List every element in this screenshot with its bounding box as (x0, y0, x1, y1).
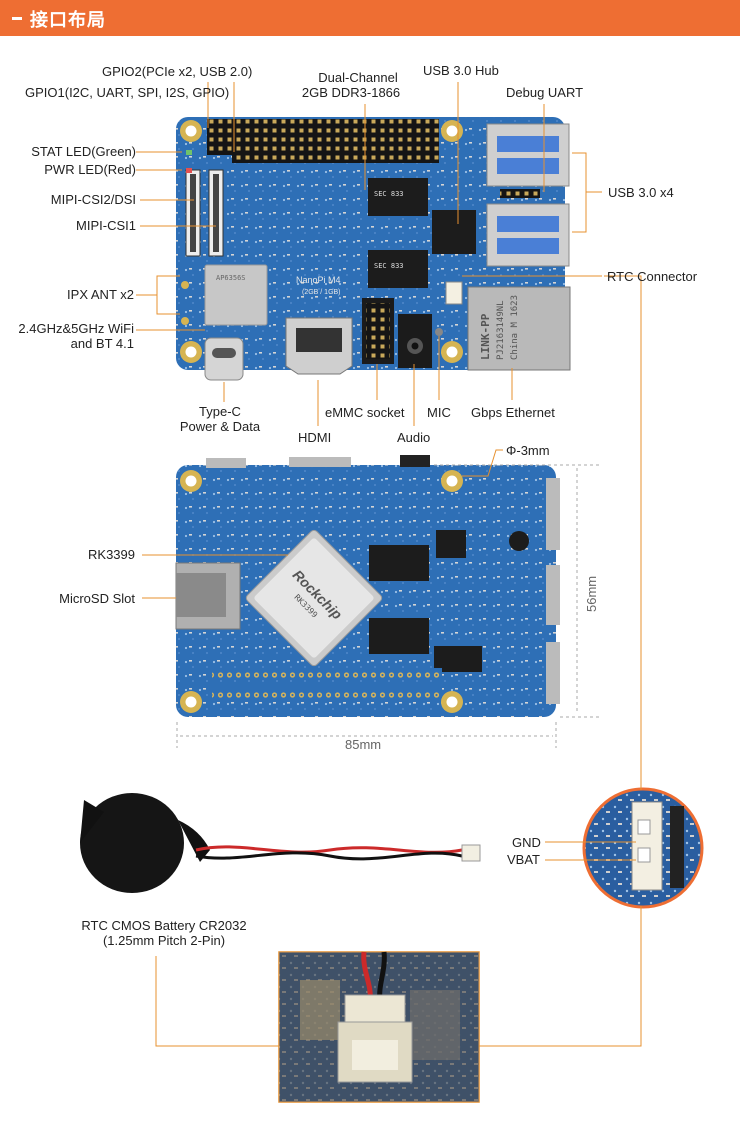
board-model-text: NanoPi M4 (296, 275, 341, 285)
label-hole: Φ-3mm (506, 443, 550, 458)
rk3399-soc: Rockchip RK3399 (245, 529, 383, 667)
usb-hub-chip (432, 210, 476, 254)
svg-text:AP6356S: AP6356S (216, 274, 246, 282)
leader-lines (136, 82, 642, 1047)
label-audio: Audio (397, 430, 430, 445)
label-battery-line1: RTC CMOS Battery CR2032 (81, 918, 246, 933)
label-stat-led: STAT LED(Green) (31, 144, 136, 159)
label-gnd: GND (512, 835, 541, 850)
label-usb30x4: USB 3.0 x4 (608, 185, 674, 200)
stat-led (186, 150, 192, 155)
label-mic: MIC (427, 405, 451, 420)
label-ddr-line2: 2GB DDR3-1866 (302, 85, 400, 100)
connector-photo (278, 951, 480, 1103)
debug-uart-header (500, 189, 540, 198)
label-mipi-csi1: MIPI-CSI1 (76, 218, 136, 233)
svg-text:SEC 833: SEC 833 (374, 262, 404, 270)
gpio2-header (232, 141, 439, 163)
ipx-antenna-1 (181, 281, 189, 289)
label-rtc-connector: RTC Connector (607, 269, 698, 284)
label-debug-uart: Debug UART (506, 85, 583, 100)
label-wifi-line2: and BT 4.1 (71, 336, 134, 351)
label-emmc: eMMC socket (325, 405, 405, 420)
cr2032-battery (80, 793, 184, 893)
mounting-holes-bottom (180, 470, 463, 713)
label-battery-line2: (1.25mm Pitch 2-Pin) (103, 933, 225, 948)
eth-brand-text: LINK-PP (479, 313, 492, 360)
label-vbat: VBAT (507, 852, 540, 867)
svg-text:SEC 833: SEC 833 (374, 190, 404, 198)
label-microsd: MicroSD Slot (59, 591, 135, 606)
label-ethernet: Gbps Ethernet (471, 405, 555, 420)
board-model-sub-text: (2GB / 1GB) (302, 289, 341, 296)
label-typec-line2: Power & Data (180, 419, 261, 434)
ddr-chip-1 (368, 178, 428, 216)
eth-origin-text: China M 1623 (510, 295, 520, 360)
ddr-chip-bottom-2 (369, 618, 429, 654)
header-dash (12, 17, 22, 20)
label-hdmi: HDMI (298, 430, 331, 445)
dim-width-label: 85mm (345, 737, 381, 752)
label-ipx-ant: IPX ANT x2 (67, 287, 134, 302)
wifi-module (204, 264, 268, 326)
board-bottom-view: Rockchip RK3399 (175, 455, 560, 717)
ddr-chip-bottom-1 (369, 545, 429, 581)
label-rk3399: RK3399 (88, 547, 135, 562)
mic (435, 328, 443, 336)
ddr-chip-2 (368, 250, 428, 288)
callout-labels: GPIO2(PCIe x2, USB 2.0) GPIO1(I2C, UART,… (18, 63, 697, 948)
eth-part-text: PJ2163149NL (496, 300, 506, 360)
dimensions: 56mm 85mm (176, 464, 600, 752)
pwr-led (186, 168, 192, 173)
label-wifi-line1: 2.4GHz&5GHz WiFi (18, 321, 134, 336)
label-usb-hub: USB 3.0 Hub (423, 63, 499, 78)
battery-plug (461, 844, 481, 862)
label-gpio2: GPIO2(PCIe x2, USB 2.0) (102, 64, 252, 79)
rtc-connector (445, 281, 463, 305)
label-typec-line1: Type-C (199, 404, 241, 419)
section-header: 接口布局 (0, 0, 740, 36)
dim-height-label: 56mm (584, 576, 599, 612)
zoom-connector-body (631, 801, 663, 891)
rtc-connector-zoom (582, 787, 704, 909)
ipx-antenna-2 (181, 317, 189, 325)
board-top-view: AP6356S SEC 833 SEC 833 LINK-PP PJ216314… (176, 117, 571, 381)
label-ddr-line1: Dual-Channel (318, 70, 398, 85)
mounting-holes-top (180, 120, 463, 363)
label-pwr-led: PWR LED(Red) (44, 162, 136, 177)
label-mipi-csi2: MIPI-CSI2/DSI (51, 192, 136, 207)
section-title: 接口布局 (30, 10, 106, 30)
type-c-port (204, 337, 244, 381)
label-gpio1: GPIO1(I2C, UART, SPI, I2S, GPIO) (25, 85, 229, 100)
ethernet-jack (467, 286, 571, 371)
rtc-battery-illustration (80, 793, 481, 893)
